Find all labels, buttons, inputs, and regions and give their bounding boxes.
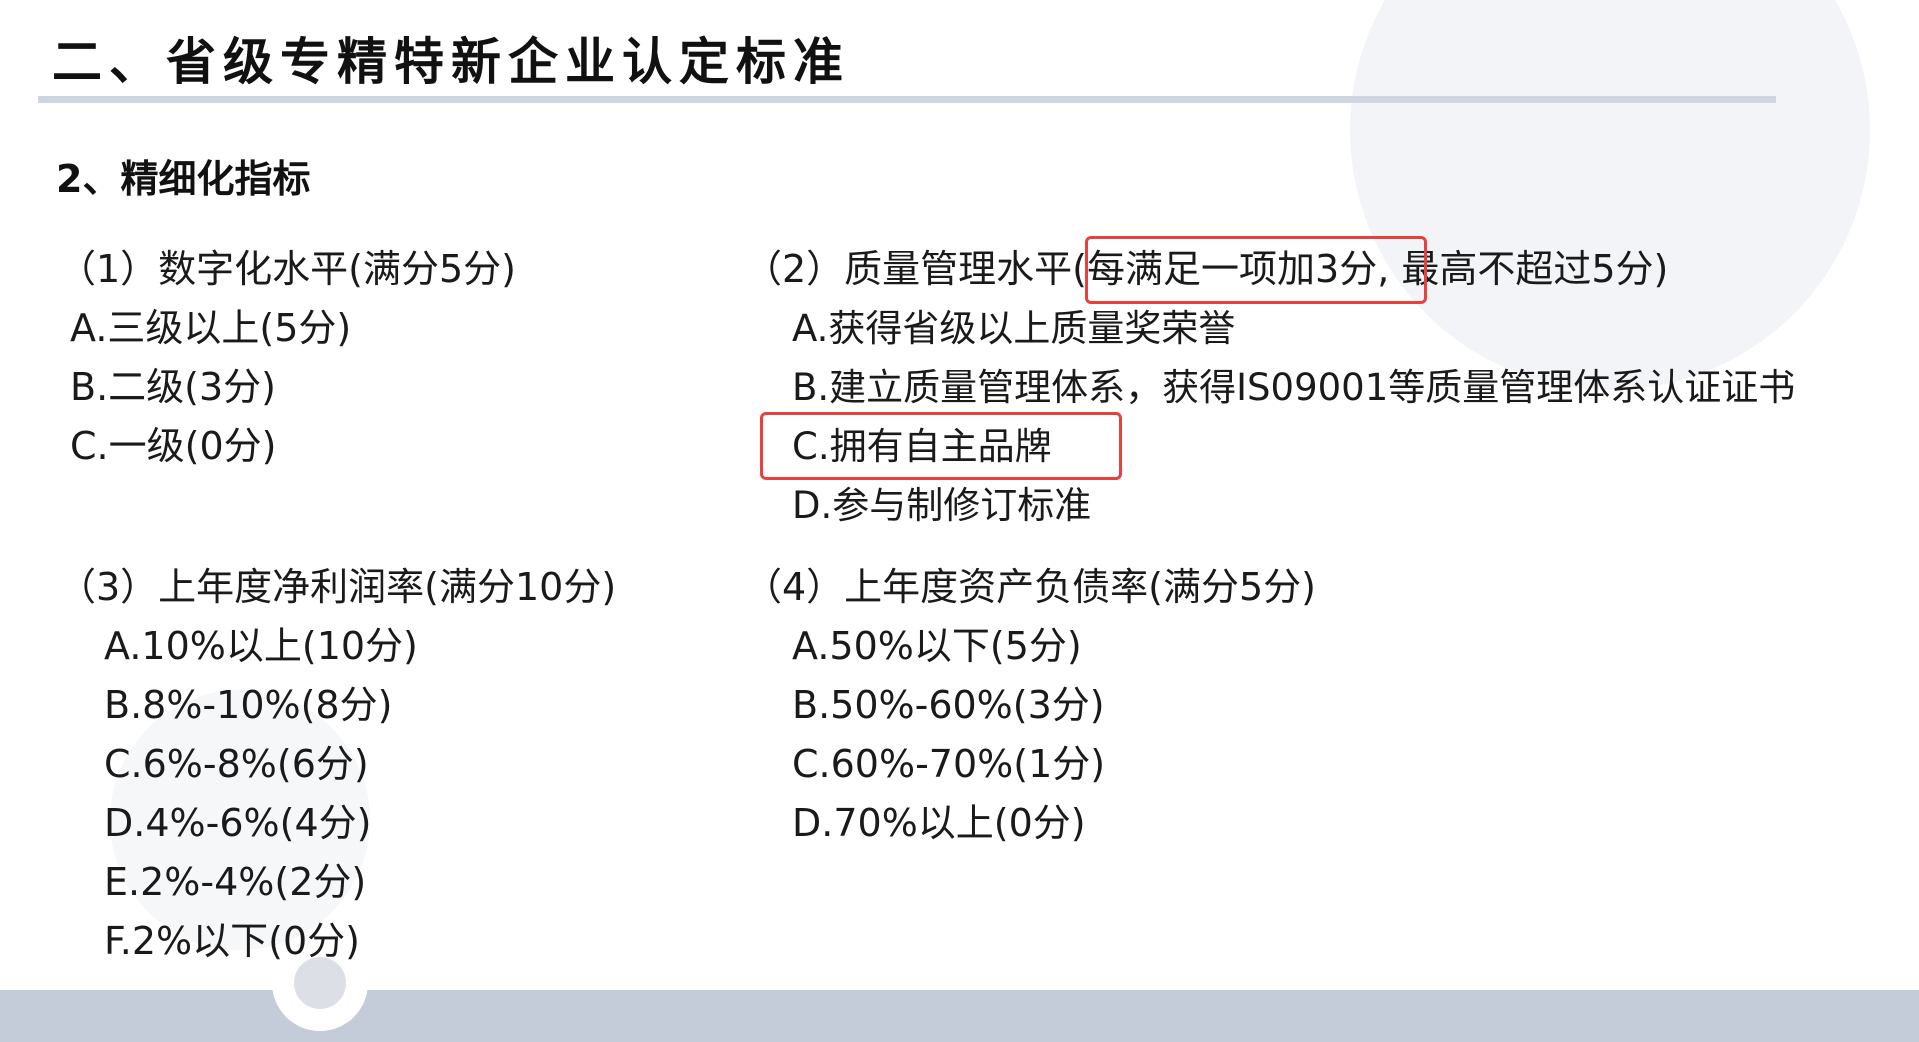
option-item: D.70%以上(0分) — [792, 801, 1086, 845]
indicator-net-profit-margin: （3）上年度净利润率(满分10分) A.10%以上(10分) B.8%-10%(… — [58, 558, 616, 971]
option-item: C.6%-8%(6分) — [104, 742, 369, 786]
option-item: B.二级(3分) — [70, 365, 276, 409]
indicator-debt-ratio: （4）上年度资产负债率(满分5分) A.50%以下(5分) B.50%-60%(… — [744, 558, 1316, 853]
heading-prefix: （2）质量管理水平( — [744, 247, 1088, 291]
title-underline — [38, 96, 1776, 103]
footer-ring-decoration — [272, 935, 368, 1031]
indicator-quality-management: （2）质量管理水平(每满足一项加3分, 最高不超过5分) A.获得省级以上质量奖… — [744, 240, 1795, 535]
background-circle-bottom-left — [110, 690, 370, 950]
option-item: A.10%以上(10分) — [104, 624, 418, 668]
option-item: F.2%以下(0分) — [104, 919, 360, 963]
option-item: A.50%以下(5分) — [792, 624, 1082, 668]
heading-suffix: 最高不超过5分) — [1389, 247, 1669, 291]
option-item: B.50%-60%(3分) — [792, 683, 1105, 727]
section-subheading: 2、精细化指标 — [56, 157, 311, 201]
option-item-brand: C.拥有自主品牌 — [792, 425, 1052, 468]
indicator-heading: （3）上年度净利润率(满分10分) — [58, 565, 617, 609]
heading-highlight-text: 每满足一项加3分, — [1087, 247, 1390, 291]
option-item: E.2%-4%(2分) — [104, 860, 367, 904]
footer-ring-inner — [294, 957, 346, 1009]
option-item: C.60%-70%(1分) — [792, 742, 1106, 786]
option-item: C.一级(0分) — [70, 424, 277, 468]
indicator-heading: （4）上年度资产负债率(满分5分) — [744, 565, 1317, 609]
indicator-heading: （2）质量管理水平(每满足一项加3分, 最高不超过5分) — [744, 240, 1795, 299]
indicator-heading: （1）数字化水平(满分5分) — [58, 247, 517, 291]
indicator-digitalization: （1）数字化水平(满分5分) A.三级以上(5分) B.二级(3分) C.一级(… — [58, 240, 516, 476]
option-item: B.8%-10%(8分) — [104, 683, 393, 727]
option-item: B.建立质量管理体系，获得IS09001等质量管理体系认证证书 — [792, 366, 1796, 409]
option-item: A.三级以上(5分) — [70, 306, 352, 350]
option-item: D.参与制修订标准 — [792, 484, 1092, 527]
option-item: A.获得省级以上质量奖荣誉 — [792, 307, 1236, 350]
page-title: 二、省级专精特新企业认定标准 — [52, 33, 850, 91]
option-item: D.4%-6%(4分) — [104, 801, 372, 845]
